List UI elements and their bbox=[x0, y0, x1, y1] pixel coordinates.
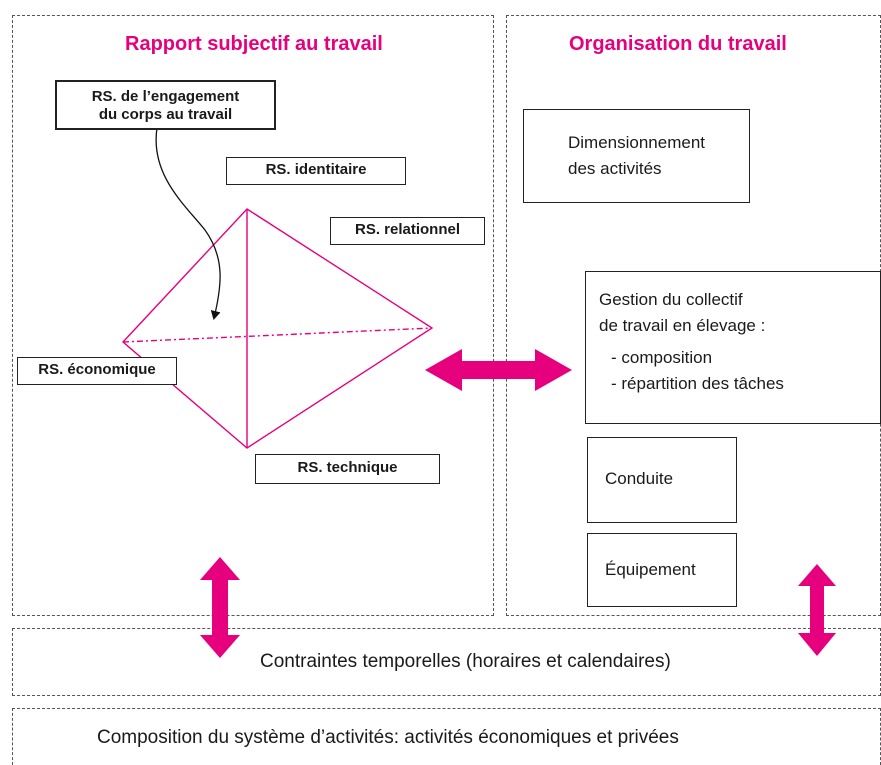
gestion-item-repartition: - répartition des tâches bbox=[611, 374, 784, 393]
dimensionnement-box: Dimensionnement des activités bbox=[523, 109, 750, 203]
equipement-label: Équipement bbox=[605, 560, 696, 579]
gestion-label-line2: de travail en élevage : bbox=[599, 316, 766, 335]
temporal-constraints-label: Contraintes temporelles (horaires et cal… bbox=[260, 651, 671, 672]
equipement-box: Équipement bbox=[587, 533, 737, 607]
rs-diamond bbox=[121, 208, 434, 449]
rs-technique-box: RS. technique bbox=[255, 454, 440, 484]
rs-identitaire-box: RS. identitaire bbox=[226, 157, 406, 185]
rs-engagement-box: RS. de l’engagement du corps au travail bbox=[55, 80, 276, 130]
dimensionnement-label-line1: Dimensionnement bbox=[568, 133, 706, 152]
left-panel-title: Rapport subjectif au travail bbox=[125, 33, 383, 55]
rs-relationnel-box: RS. relationnel bbox=[330, 217, 485, 245]
rs-diamond-hidden-edge bbox=[122, 327, 433, 343]
activities-composition-label: Composition du système d’activités: acti… bbox=[97, 727, 679, 748]
right-panel-title: Organisation du travail bbox=[569, 33, 787, 55]
rs-economique-box: RS. économique bbox=[17, 357, 177, 385]
dimensionnement-label-line2: des activités bbox=[568, 159, 662, 178]
gestion-label-line1: Gestion du collectif bbox=[599, 290, 743, 309]
right-vertical-double-arrow bbox=[798, 564, 836, 656]
horizontal-double-arrow bbox=[425, 349, 572, 391]
gestion-collectif-box: Gestion du collectif de travail en éleva… bbox=[585, 271, 881, 424]
engagement-curved-arrow bbox=[155, 127, 221, 320]
left-vertical-double-arrow bbox=[200, 557, 240, 658]
rs-engagement-line1: RS. de l’engagement bbox=[91, 88, 240, 105]
left-panel-frame bbox=[12, 15, 494, 616]
conduite-box: Conduite bbox=[587, 437, 737, 523]
conduite-label: Conduite bbox=[605, 469, 674, 488]
gestion-item-composition: - composition bbox=[611, 348, 713, 367]
rs-engagement-line2: du corps au travail bbox=[98, 106, 233, 123]
